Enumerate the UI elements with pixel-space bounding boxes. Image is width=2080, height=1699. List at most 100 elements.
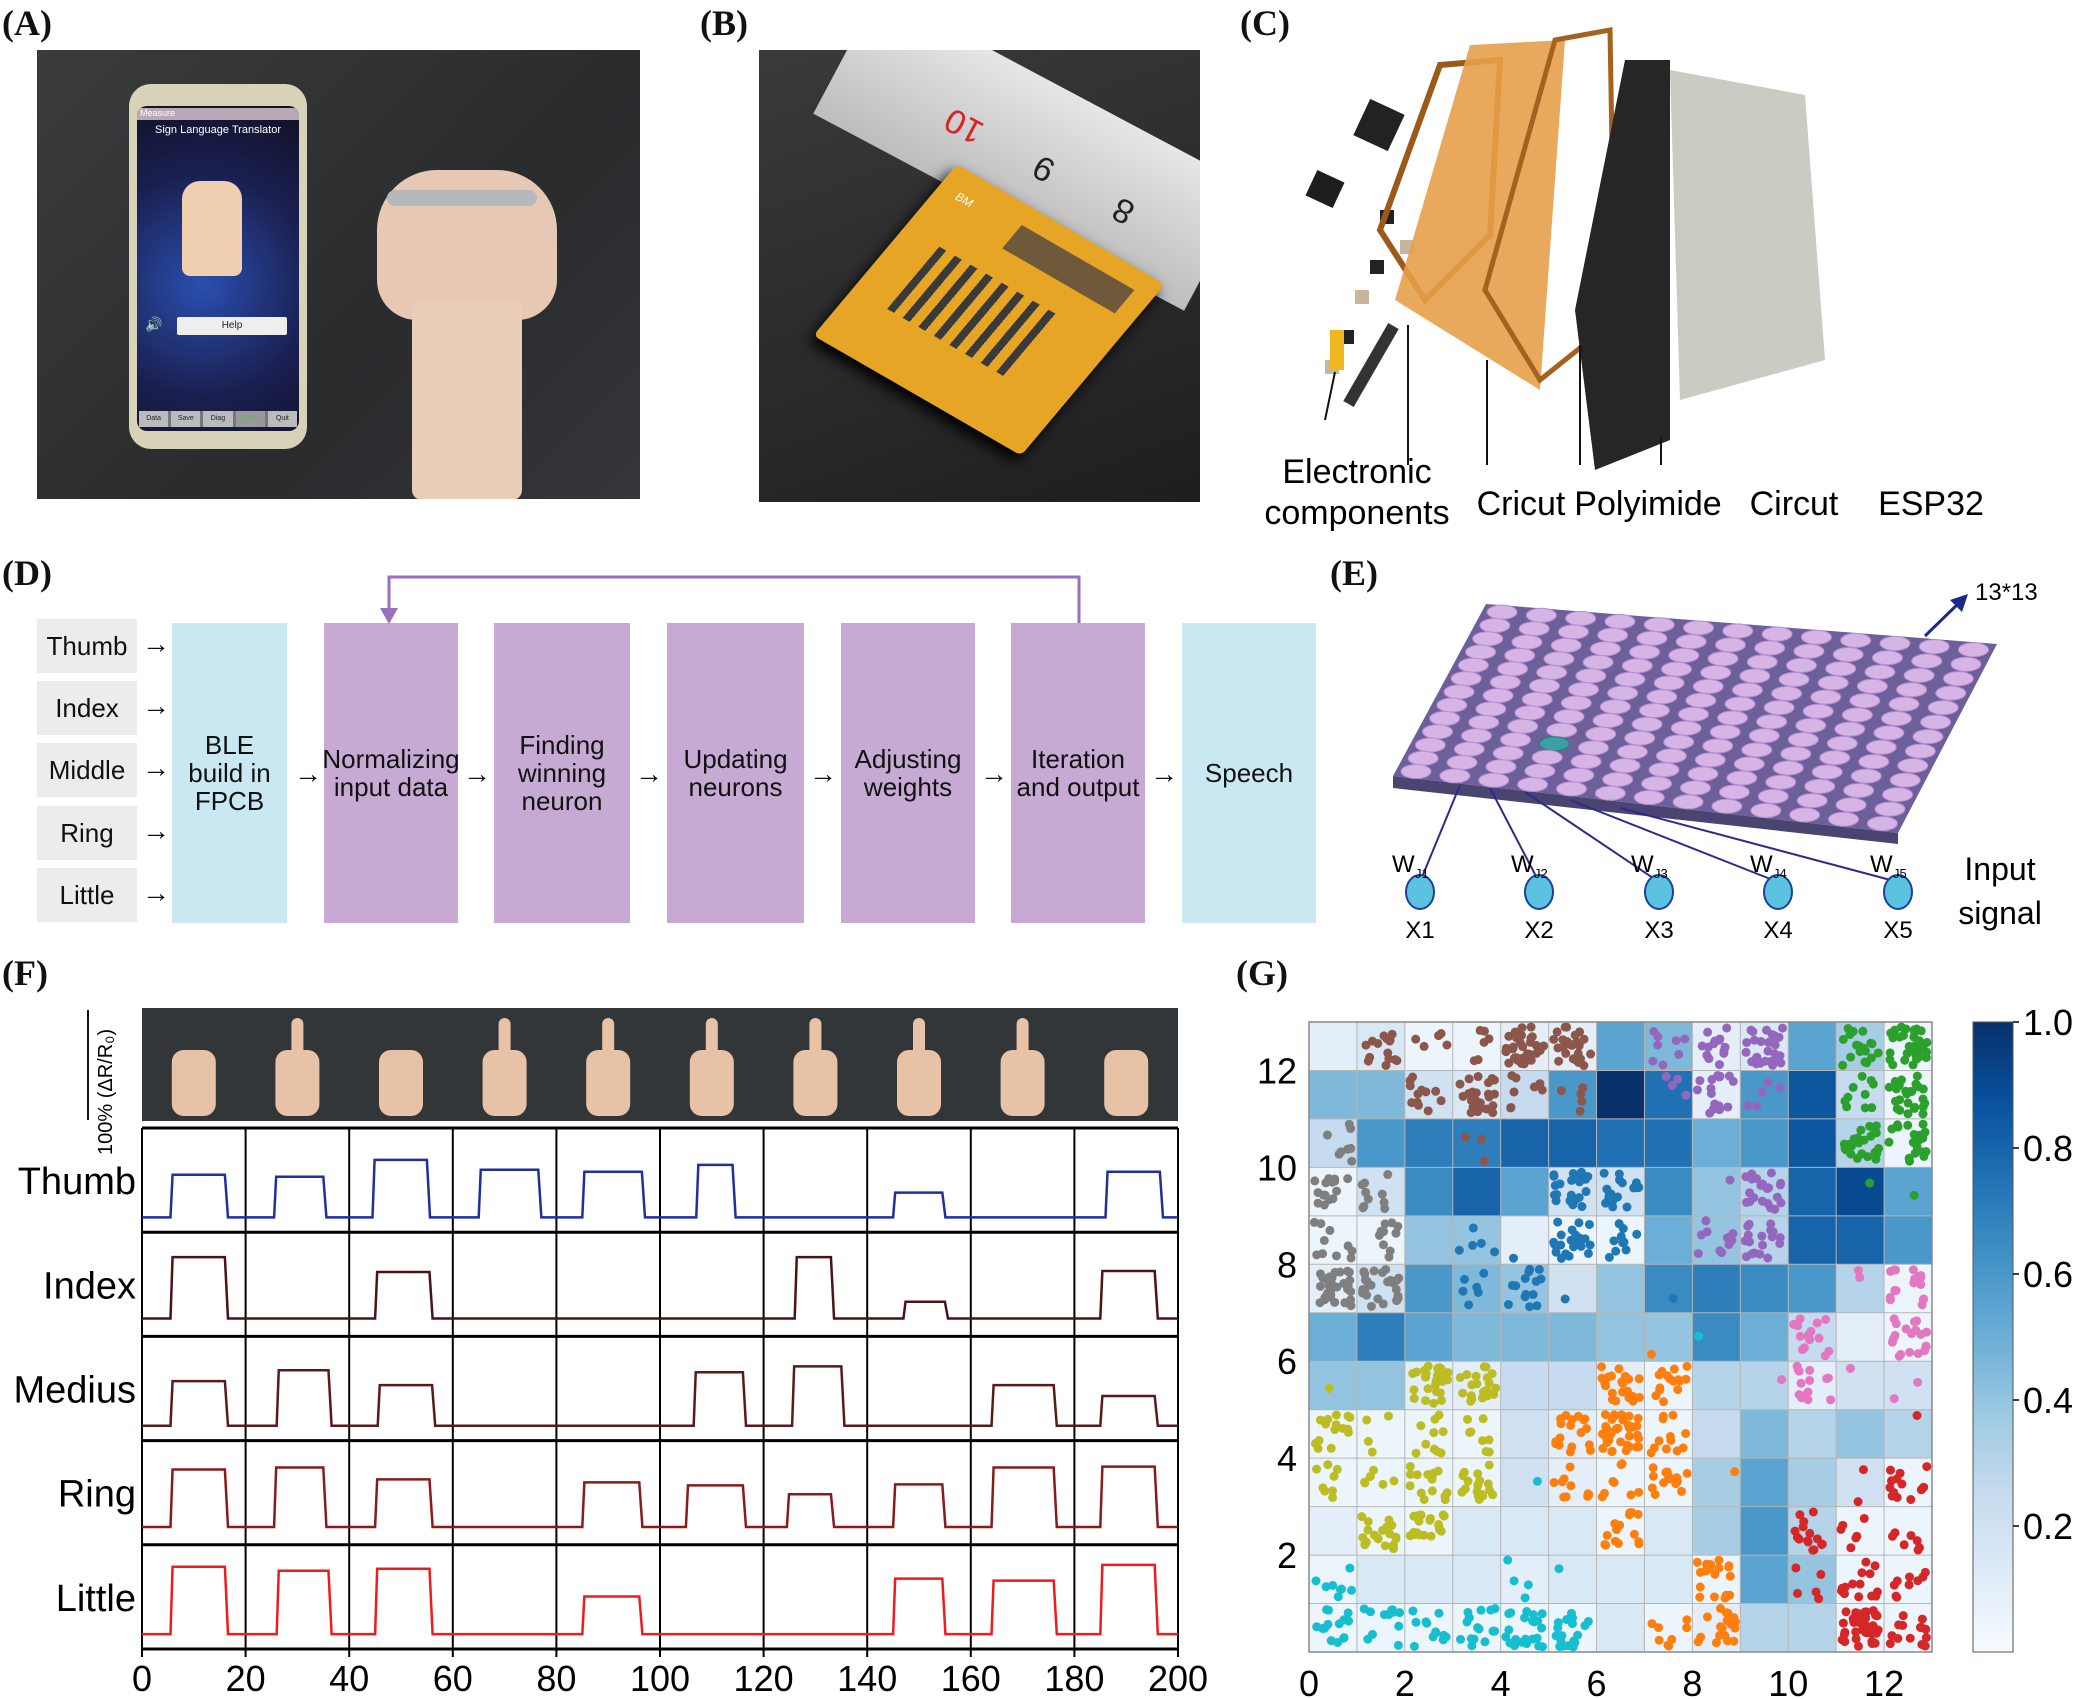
heatmap-cell [1356,1312,1406,1362]
cluster-point-purple [1772,1054,1782,1064]
neuron [1679,780,1711,796]
cluster-point-orange [1634,1442,1644,1452]
neuron [1935,685,1967,701]
neuron [1763,700,1795,716]
cluster-point-cyan [1326,1636,1336,1646]
neuron [1550,637,1582,653]
cluster-point-cyan [1510,1641,1520,1651]
cluster-point-brown [1508,1044,1518,1054]
cluster-point-pink [1889,1265,1899,1275]
neuron [1832,647,1864,663]
cluster-point-blue [1618,1238,1628,1248]
cluster-point-gray [1318,1249,1328,1259]
cluster-point-brown [1373,1038,1383,1048]
cluster-point-brown [1570,1030,1580,1040]
cluster-point-green [1884,1082,1894,1092]
cluster-point-purple [1703,1027,1713,1037]
step-updating: Updating neurons [667,623,804,923]
label-cricut: Cricut [1477,485,1566,523]
cluster-point-green [1866,1038,1876,1048]
cluster-point-red [1922,1462,1932,1472]
phone-screen: Measure Sign Language Translator 🔊 Help … [137,106,299,431]
cluster-point-purple [1667,1080,1677,1090]
cluster-point-green [1865,1178,1875,1188]
cluster-point-orange [1565,1462,1575,1472]
cluster-point-red [1848,1579,1858,1589]
cluster-point-pink [1805,1365,1815,1375]
cluster-point-purple [1722,1023,1732,1033]
cluster-point-orange [1616,1437,1626,1447]
cluster-point-cyan [1441,1632,1451,1642]
cluster-point-orange [1714,1555,1724,1565]
heatmap-cell [1500,1215,1550,1265]
cluster-point-pink [1800,1390,1810,1400]
heatmap-cell [1356,1118,1406,1168]
cluster-point-pink [1796,1378,1806,1388]
cluster-point-cyan [1529,1617,1539,1627]
cluster-point-cyan [1520,1593,1530,1603]
cluster-point-cyan [1320,1623,1330,1633]
cluster-point-cyan [1537,1609,1547,1619]
cluster-point-purple [1763,1077,1773,1087]
cluster-point-olive [1432,1387,1442,1397]
save-button[interactable]: Save [171,411,201,427]
cluster-point-blue [1561,1249,1571,1259]
cluster-point-olive [1433,1370,1443,1380]
cluster-point-orange [1677,1486,1687,1496]
cluster-point-green [1888,1033,1898,1043]
cluster-point-green [1856,1125,1866,1135]
cluster-point-green [1914,1135,1924,1145]
cluster-point-blue [1520,1292,1530,1302]
cluster-point-orange [1654,1370,1664,1380]
cluster-point-orange [1607,1388,1617,1398]
panel-label-g: (G) [1236,953,1288,993]
ruler-number-9: 9 [1026,147,1062,190]
neuron [1810,689,1842,705]
cluster-point-red [1812,1534,1822,1544]
cluster-point-red [1920,1641,1930,1651]
neuron [1800,629,1832,645]
cluster-point-orange [1613,1538,1623,1548]
cluster-point-purple [1741,1252,1751,1262]
weight-connection [1489,787,1540,883]
speaker-icon[interactable]: 🔊 [145,316,163,332]
reco-button[interactable]: Reco [235,411,265,427]
channel-label-little: Little [56,1578,136,1620]
heatmap-cell [1596,1555,1645,1605]
cluster-point-orange [1715,1630,1725,1640]
cluster-point-purple [1766,1219,1776,1229]
neuron [1450,671,1482,687]
cluster-point-olive [1466,1427,1476,1437]
cluster-point-brown [1385,1036,1395,1046]
cluster-point-orange [1682,1615,1692,1625]
cluster-point-cyan [1532,1476,1542,1486]
heatmap-cell [1884,1215,1933,1265]
heatmap-cell [1452,1312,1502,1362]
cluster-point-orange [1624,1374,1634,1384]
cluster-point-red [1795,1510,1805,1520]
cluster-point-green [1916,1026,1926,1036]
panel-label-c: (C) [1240,3,1290,43]
neuron [1499,732,1531,748]
heatmap-cell [1356,1361,1406,1411]
neuron [1778,671,1810,687]
help-button[interactable]: Help [177,317,287,335]
cluster-point-red [1899,1540,1909,1550]
cluster-point-red [1917,1614,1927,1624]
data-button[interactable]: Data [139,411,169,427]
cluster-point-purple [1755,1249,1765,1259]
cluster-point-olive [1409,1393,1419,1403]
diag-button[interactable]: Diag [203,411,233,427]
cluster-point-red [1890,1528,1900,1538]
neuron [1789,807,1821,823]
cluster-point-purple [1746,1025,1756,1035]
neuron [1748,728,1780,744]
cluster-point-purple [1763,1046,1773,1056]
heatmap-cell [1644,1506,1693,1556]
cluster-point-red [1885,1639,1895,1649]
quit-button[interactable]: Quit [267,411,298,427]
cluster-point-pink [1826,1395,1836,1405]
step-speech: Speech [1182,623,1316,923]
panel-label-a: (A) [2,3,52,43]
